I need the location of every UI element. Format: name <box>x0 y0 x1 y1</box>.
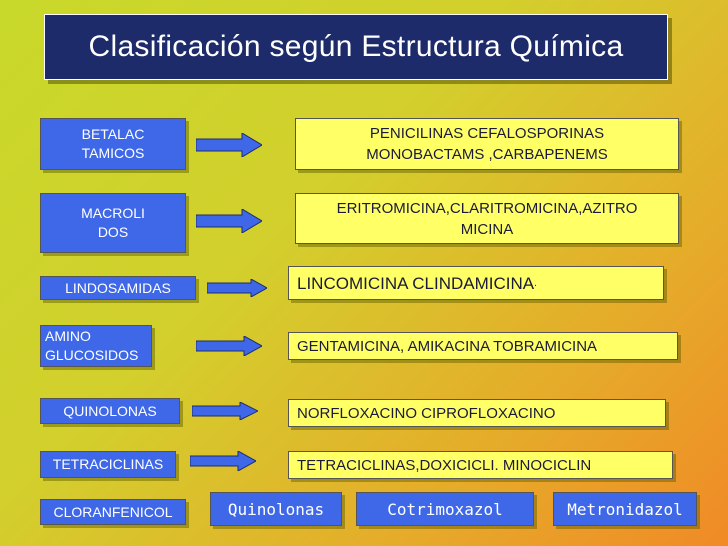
drugs-lindosamidas-text: LINCOMICINA CLINDAMICINA <box>297 273 535 293</box>
arrow-right-icon <box>196 133 262 157</box>
category-cloranfenicol: CLORANFENICOL <box>40 499 186 525</box>
class-metronidazol: Metronidazol <box>553 492 697 526</box>
arrow-right-icon <box>190 451 256 471</box>
category-quinolonas: QUINOLONAS <box>40 398 180 424</box>
category-macrolidos: MACROLI DOS <box>40 193 186 253</box>
category-tetraciclinas: TETRACICLINAS <box>40 451 176 478</box>
drugs-tetraciclinas: TETRACICLINAS,DOXICICLI. MINOCICLIN <box>288 451 673 479</box>
category-betalactamicos: BETALAC TAMICOS <box>40 118 186 170</box>
drugs-lindosamidas-suffix: . <box>534 277 537 289</box>
category-lindosamidas: LINDOSAMIDAS <box>40 276 196 300</box>
arrow-right-icon <box>196 336 262 356</box>
drugs-lindosamidas: LINCOMICINA CLINDAMICINA. <box>288 266 664 300</box>
drugs-quinolonas: NORFLOXACINO CIPROFLOXACINO <box>288 399 666 427</box>
class-quinolonas: Quinolonas <box>210 492 342 526</box>
drugs-betalactamicos: PENICILINAS CEFALOSPORINAS MONOBACTAMS ,… <box>295 118 679 170</box>
slide-title: Clasificación según Estructura Química <box>44 14 668 80</box>
category-aminoglucosidos: AMINO GLUCOSIDOS <box>40 325 152 367</box>
arrow-right-icon <box>207 279 267 297</box>
class-cotrimoxazol: Cotrimoxazol <box>356 492 534 526</box>
drugs-macrolidos: ERITROMICINA,CLARITROMICINA,AZITRO MICIN… <box>295 193 679 244</box>
arrow-right-icon <box>196 209 262 233</box>
drugs-aminoglucosidos: GENTAMICINA, AMIKACINA TOBRAMICINA <box>288 332 678 360</box>
arrow-right-icon <box>192 402 258 420</box>
